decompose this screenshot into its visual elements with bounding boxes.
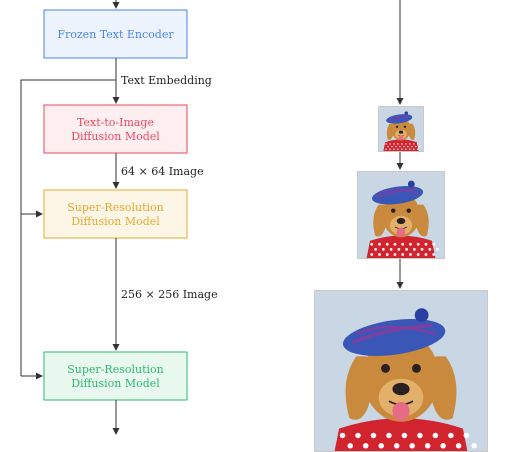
sr2-label-line: Super-Resolution bbox=[67, 363, 163, 376]
scarf-dot bbox=[389, 148, 391, 150]
text-embedding-label: Text Embedding bbox=[121, 74, 212, 87]
scarf-dot bbox=[424, 253, 428, 256]
scarf-dot bbox=[409, 143, 411, 145]
scarf-dot bbox=[471, 443, 477, 449]
sr1-label-line: Diffusion Model bbox=[71, 215, 160, 228]
scarf-dot bbox=[395, 145, 397, 148]
scarf-dot bbox=[393, 253, 397, 256]
embedding-skip-line bbox=[20, 79, 116, 376]
scarf-dot bbox=[393, 143, 395, 145]
sr1-box bbox=[43, 189, 188, 239]
img256-label: 256 × 256 Image bbox=[121, 288, 218, 301]
scarf-dot bbox=[389, 248, 393, 251]
scarf-dot bbox=[393, 443, 400, 449]
scarf-dot bbox=[415, 145, 417, 148]
scarf-dot bbox=[405, 143, 407, 145]
scarf-dot bbox=[407, 145, 409, 148]
scarf-dot bbox=[420, 248, 424, 251]
scarf-dot bbox=[405, 148, 407, 150]
dog-illustration bbox=[315, 291, 487, 451]
dog-image-64 bbox=[378, 106, 424, 152]
scarf-dot bbox=[399, 145, 401, 148]
scarf-dot bbox=[417, 143, 419, 145]
scarf-dot bbox=[428, 248, 432, 251]
scarf-dot bbox=[440, 443, 446, 449]
scarf-dot bbox=[413, 148, 415, 150]
scarf-dot bbox=[391, 145, 393, 148]
scarf-dot bbox=[405, 248, 408, 251]
scarf-dot bbox=[355, 432, 361, 439]
diffusion-label-line: Text-to-Image bbox=[77, 116, 154, 129]
scarf-dot bbox=[401, 148, 403, 150]
diffusion-label-line: Diffusion Model bbox=[71, 130, 160, 143]
scarf-dot bbox=[385, 253, 389, 256]
scarf-dot bbox=[409, 443, 415, 449]
sr2-label-line: Diffusion Model bbox=[71, 377, 160, 390]
scarf-dot bbox=[385, 148, 387, 150]
scarf-dot bbox=[374, 248, 378, 251]
scarf-dot bbox=[370, 432, 377, 439]
scarf-dot bbox=[397, 248, 401, 251]
scarf-dot bbox=[385, 143, 387, 145]
scarf-dot bbox=[397, 148, 399, 150]
scarf-dot bbox=[417, 432, 423, 439]
scarf-dot bbox=[455, 443, 462, 449]
scarf-dot bbox=[393, 242, 397, 246]
scarf-dot bbox=[378, 253, 381, 256]
img64-label: 64 × 64 Image bbox=[121, 165, 204, 178]
scarf-dot bbox=[385, 242, 389, 246]
scarf-dot bbox=[418, 145, 421, 148]
scarf-dot bbox=[381, 248, 385, 251]
scarf-dot bbox=[378, 242, 381, 246]
sr1-label-line: Super-Resolution bbox=[67, 201, 163, 214]
scarf-dot bbox=[403, 145, 405, 148]
scarf-dot bbox=[397, 143, 399, 145]
scarf-dot bbox=[416, 242, 420, 246]
scarf-dot bbox=[389, 143, 391, 145]
scarf-dot bbox=[401, 253, 405, 256]
scarf-dot bbox=[393, 148, 395, 150]
scarf-dot bbox=[409, 242, 412, 246]
scarf-dot bbox=[370, 242, 374, 246]
scarf-dot bbox=[448, 432, 454, 439]
scarf-dot bbox=[370, 253, 374, 256]
scarf-dot bbox=[362, 443, 369, 449]
scarf-dot bbox=[432, 242, 436, 246]
scarf-dot bbox=[386, 432, 392, 439]
scarf-dot bbox=[387, 145, 389, 148]
dog-illustration bbox=[379, 107, 423, 151]
diffusion-box bbox=[43, 104, 188, 154]
scarf-dot bbox=[412, 248, 416, 251]
scarf-dot bbox=[409, 148, 411, 150]
scarf-dot bbox=[432, 432, 439, 439]
sr2-box bbox=[43, 351, 188, 401]
encoder-label: Frozen Text Encoder bbox=[57, 28, 174, 41]
scarf-dot bbox=[347, 443, 354, 449]
scarf-dot bbox=[424, 443, 431, 449]
scarf-dot bbox=[411, 145, 413, 148]
scarf-dot bbox=[401, 143, 403, 145]
scarf-dot bbox=[416, 253, 420, 256]
scarf-dot bbox=[401, 242, 405, 246]
scarf-dot bbox=[424, 242, 428, 246]
scarf-dot bbox=[401, 432, 408, 439]
pipeline-diagram: Frozen Text Encoder Text Embedding Text-… bbox=[20, 0, 404, 435]
scarf-dot bbox=[432, 253, 436, 256]
dog-image-1024 bbox=[314, 290, 488, 452]
scarf-dot bbox=[409, 253, 412, 256]
scarf-dot bbox=[436, 248, 439, 251]
scarf-dot bbox=[413, 143, 415, 145]
scarf-dot bbox=[417, 148, 419, 150]
scarf-dot bbox=[339, 432, 346, 439]
dog-image-256 bbox=[357, 171, 445, 259]
dog-illustration bbox=[358, 172, 444, 258]
encoder-label-line: Frozen Text Encoder bbox=[57, 28, 174, 41]
scarf-dot bbox=[378, 443, 384, 449]
scarf-dot bbox=[463, 432, 470, 439]
